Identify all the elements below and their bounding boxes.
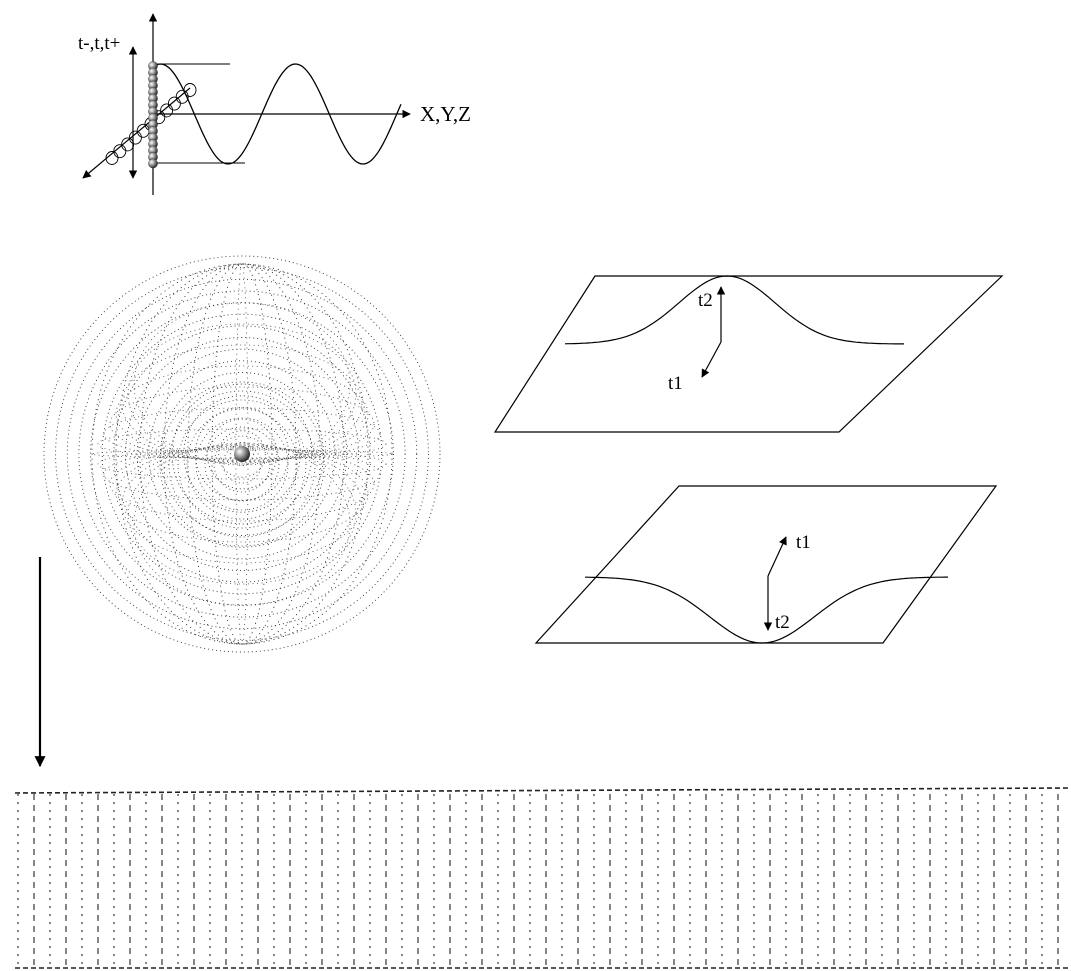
sphere-arc bbox=[121, 344, 363, 464]
sphere-ring bbox=[55, 267, 429, 641]
sphere-inner-ring bbox=[186, 408, 298, 520]
sphere-meridian bbox=[187, 263, 297, 645]
chain-circle bbox=[128, 130, 142, 145]
time-axis-label: t-,t,t+ bbox=[78, 33, 120, 54]
chain-circle bbox=[175, 89, 189, 104]
sphere-arc bbox=[97, 448, 387, 480]
sphere-ring bbox=[125, 337, 359, 571]
dotted-sphere bbox=[43, 255, 441, 653]
t1-label-lower: t1 bbox=[796, 532, 811, 553]
sphere-ring bbox=[218, 430, 266, 478]
sphere-ring bbox=[171, 383, 313, 525]
chain-circle bbox=[160, 103, 174, 118]
sphere-ring bbox=[101, 313, 383, 595]
sphere-arc bbox=[127, 443, 357, 585]
sphere-arc bbox=[121, 444, 363, 564]
sphere-inner-ring bbox=[159, 381, 325, 547]
t1-arrow-upper bbox=[701, 341, 722, 378]
chain-circle bbox=[105, 151, 119, 165]
stack-ball bbox=[148, 158, 158, 169]
chain-circle bbox=[121, 137, 135, 152]
sphere-inner-ring bbox=[177, 399, 307, 529]
sphere-ring bbox=[90, 302, 394, 606]
t2-label-lower: t2 bbox=[775, 612, 790, 633]
sphere-inner-ring bbox=[195, 417, 289, 511]
sphere-inner-ring bbox=[222, 444, 262, 484]
sphere-ring bbox=[113, 325, 371, 583]
sphere-meridian bbox=[139, 263, 345, 645]
sphere-arc bbox=[109, 446, 375, 522]
sphere-center-ball bbox=[234, 446, 250, 462]
t1-label-upper: t1 bbox=[668, 373, 683, 394]
chain-circle bbox=[167, 96, 181, 111]
chain-circle bbox=[183, 83, 197, 97]
sphere-ring bbox=[136, 348, 348, 560]
surface-dip-down: t1 t2 bbox=[534, 485, 998, 644]
diagonal-axis bbox=[82, 87, 191, 179]
dip-curve bbox=[585, 576, 948, 644]
t2-label-upper: t2 bbox=[698, 290, 713, 311]
vertical-ball-stack bbox=[148, 61, 158, 169]
sphere-inner-ring bbox=[213, 435, 271, 493]
sphere-ring bbox=[43, 255, 441, 653]
sphere-ring bbox=[148, 360, 336, 548]
sphere-meridian bbox=[211, 263, 273, 645]
sphere-meridian bbox=[91, 263, 393, 645]
sine-wave bbox=[152, 63, 402, 165]
wave-axes-diagram: t-,t,t+ X,Y,Z bbox=[78, 13, 471, 195]
sphere-ring bbox=[206, 418, 278, 490]
surface-plane-lower bbox=[534, 485, 998, 644]
dotted-band bbox=[14, 787, 1069, 969]
sphere-ring bbox=[194, 406, 290, 502]
sphere-arc bbox=[133, 442, 351, 606]
space-axis-label: X,Y,Z bbox=[420, 102, 471, 126]
sphere-arc bbox=[133, 302, 351, 466]
sphere-ring bbox=[78, 290, 406, 618]
surface-bump-up: t2 t1 bbox=[493, 275, 1004, 433]
sphere-inner-ring bbox=[204, 426, 280, 502]
sphere-arc bbox=[109, 386, 375, 462]
sphere-arc bbox=[97, 428, 387, 460]
band-top-edge bbox=[14, 787, 1069, 794]
sphere-ring bbox=[229, 441, 255, 467]
sphere-arc bbox=[115, 445, 369, 543]
bump-curve bbox=[564, 275, 904, 345]
sphere-arc bbox=[127, 323, 357, 465]
sphere-inner-ring bbox=[168, 390, 316, 538]
chain-circle bbox=[113, 144, 127, 159]
sphere-meridian bbox=[115, 263, 369, 645]
t1-arrow-lower bbox=[767, 536, 787, 577]
sphere-ring bbox=[183, 395, 301, 513]
surface-plane-upper bbox=[493, 275, 1004, 433]
sphere-ring bbox=[66, 278, 418, 630]
sphere-arc bbox=[115, 365, 369, 463]
sphere-meridian bbox=[163, 263, 321, 645]
